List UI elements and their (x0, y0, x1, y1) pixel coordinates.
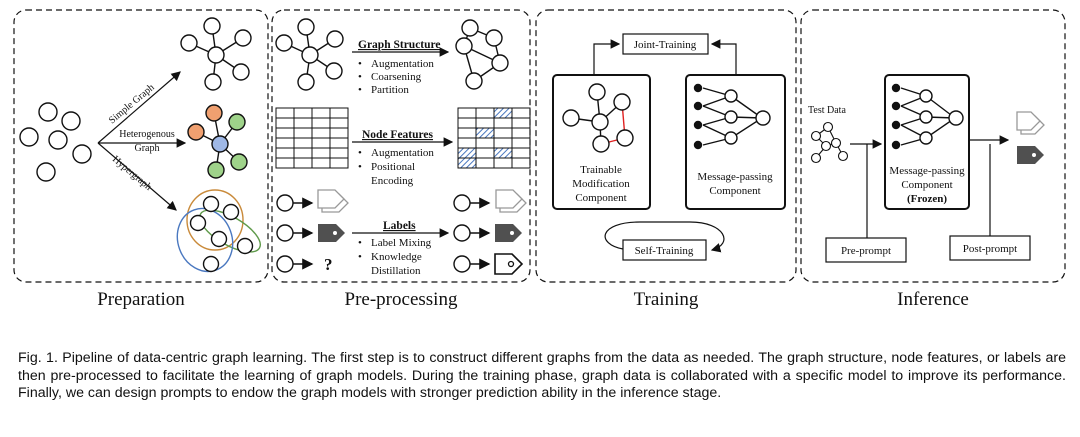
post-prompt-label: Post-prompt (963, 243, 1017, 255)
frozen-component-label: Message-passing Component (Frozen) (889, 165, 965, 205)
trainable-component-label: Trainable Modification Component (572, 164, 630, 204)
svg-text:Message-passing: Message-passing (697, 171, 773, 183)
inference-panel (800, 9, 1066, 283)
processed-graph-icon (455, 19, 509, 90)
self-training-loop (604, 221, 725, 253)
labels-item-mixing: Label Mixing (371, 237, 432, 249)
labels-title: Labels (383, 220, 416, 232)
stage-label-preparation: Preparation (97, 289, 185, 310)
preparation-panel (13, 9, 269, 283)
modification-graph-icon (562, 83, 634, 153)
tag-icon (317, 189, 349, 213)
svg-text:•: • (358, 161, 362, 173)
svg-text:•: • (358, 84, 362, 96)
tag-icon (1017, 146, 1044, 164)
features-item-encoding: Encoding (371, 175, 414, 187)
self-training-box (622, 239, 707, 261)
stage-label-inference: Inference (897, 289, 969, 310)
simple-graph-label: Simple Graph (107, 82, 157, 126)
hypergraph-icon (176, 189, 261, 273)
node-features-title: Node Features (362, 129, 434, 141)
self-training-label: Self-Training (635, 245, 694, 257)
heterogenous-label-2: Graph (135, 143, 160, 154)
features-item-augmentation: Augmentation (371, 147, 434, 159)
pre-prompt-label: Pre-prompt (841, 245, 891, 257)
stage-label-training: Training (633, 289, 699, 310)
tag-icon (495, 224, 522, 242)
graph-structure-title: Graph Structure (358, 39, 441, 51)
structure-item-coarsening: Coarsening (371, 71, 422, 83)
svg-text:•: • (358, 58, 362, 70)
test-data-label: Test Data (808, 105, 846, 116)
tag-icon (1016, 111, 1045, 135)
features-item-positional: Positional (371, 161, 415, 173)
input-graph-icon (275, 18, 344, 91)
pre-prompt-box (825, 237, 907, 263)
heterogenous-label-1: Heterogenous (119, 129, 175, 140)
post-prompt-box (949, 235, 1031, 261)
hypergraph-label: Hypergraph (110, 154, 154, 193)
tag-outline-icon (494, 253, 524, 275)
feature-table-augmented (457, 107, 531, 169)
training-panel (535, 9, 797, 283)
labels-list: • Label Mixing • Knowledge Distillation (358, 237, 432, 277)
tag-icon (495, 189, 527, 213)
joint-training-box (622, 33, 709, 55)
test-data-graph-icon (810, 121, 849, 164)
label-rows-input (276, 194, 314, 273)
svg-text:Component: Component (575, 192, 626, 204)
heterogenous-graph-icon (187, 104, 248, 179)
tag-icon (318, 224, 345, 242)
svg-text:•: • (358, 237, 362, 249)
raw-nodes (19, 102, 92, 182)
message-passing-network-icon (693, 83, 771, 150)
structure-item-augmentation: Augmentation (371, 58, 434, 70)
node-features-list: • Augmentation • Positional Encoding (358, 147, 434, 187)
pipeline-figure: Simple Graph Heterogenous Graph Hypergra… (13, 9, 1066, 283)
feature-table-input (275, 107, 349, 169)
svg-text:Modification: Modification (572, 178, 630, 190)
label-rows-output (453, 194, 491, 273)
labels-item-distillation: Distillation (371, 265, 421, 277)
preparation-arrows (97, 71, 187, 211)
svg-text:Message-passing: Message-passing (889, 165, 965, 177)
message-passing-label: Message-passing Component (697, 171, 773, 197)
figure-caption: Fig. 1. Pipeline of data-centric graph l… (18, 350, 1066, 401)
unknown-label-mark: ? (324, 255, 333, 274)
svg-text:Trainable: Trainable (580, 164, 622, 176)
svg-text:•: • (358, 147, 362, 159)
joint-training-arrows (593, 39, 737, 74)
svg-text:Component: Component (709, 185, 760, 197)
graph-structure-list: • Augmentation • Coarsening • Partition (358, 58, 434, 96)
simple-graph-icon (180, 17, 252, 91)
joint-training-label: Joint-Training (634, 39, 697, 51)
labels-item-knowledge: Knowledge (371, 251, 422, 263)
stage-label-preprocessing: Pre-processing (344, 289, 458, 310)
svg-text:Component: Component (901, 179, 952, 191)
svg-text:•: • (358, 71, 362, 83)
frozen-network-icon (891, 83, 964, 150)
svg-text:(Frozen): (Frozen) (907, 193, 947, 205)
svg-text:•: • (358, 251, 362, 263)
structure-item-partition: Partition (371, 84, 409, 96)
